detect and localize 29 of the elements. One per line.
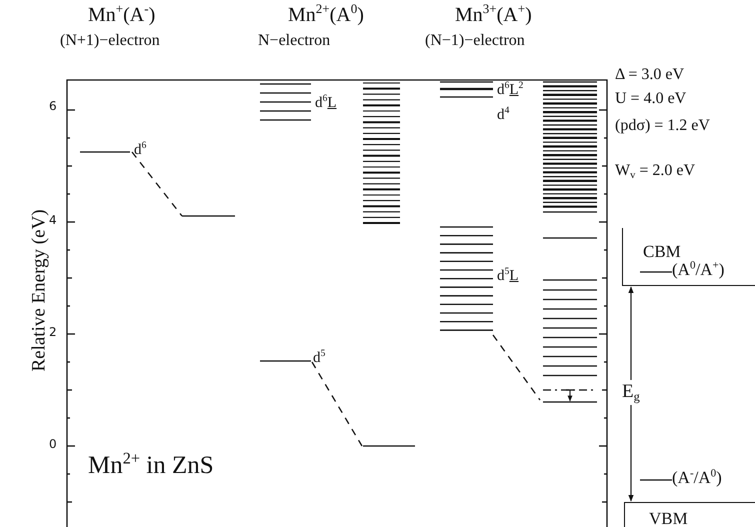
parameter-text: W$_{v}$ = 2.0 eV <box>615 162 695 180</box>
edge-label: E$_{g}$ <box>621 380 641 405</box>
level-label: d$^{5}$ <box>313 350 326 366</box>
level-label: (A$^{0}$/A$^{+}$) <box>672 261 724 280</box>
column-heading: Mn$^{3+}$(A$^{+}$) <box>455 4 532 26</box>
tick-label: 2 <box>49 326 57 340</box>
level-label: (A$^{-}$/A$^{0}$) <box>672 469 722 488</box>
parameter-text: Δ = 3.0 eV <box>615 66 684 84</box>
column-heading: Mn$^{2+}$(A$^{0}$) <box>288 4 364 26</box>
tick-label: 4 <box>49 214 57 228</box>
parameter-text: U = 4.0 eV <box>615 90 686 108</box>
column-subheading: (N+1)−electron <box>60 32 160 50</box>
level-label: d$^{6}$L$^{2}$ <box>497 82 524 98</box>
band-label: CBM <box>643 242 681 262</box>
level-label: d$^{5}$L <box>497 268 519 284</box>
level-label: d$^{4}$ <box>497 107 510 124</box>
level-label: d$^{6}$L <box>315 95 337 112</box>
parameter-text: (pdσ) = 1.2 eV <box>615 116 711 136</box>
panel-title: Mn$^{2+}$ in ZnS <box>88 452 214 480</box>
column-subheading: N−electron <box>258 32 330 50</box>
band-label: VBM <box>649 509 688 527</box>
tick-label: 0 <box>49 438 57 452</box>
conduction-band-box <box>622 228 755 286</box>
double-arrow <box>628 286 634 502</box>
column-subheading: (N−1)−electron <box>425 32 525 50</box>
axis-title: Relative Energy (eV) <box>30 208 50 374</box>
tick-label: 6 <box>49 100 57 114</box>
column-heading: Mn$^{+}$(A$^{-}$) <box>88 4 156 26</box>
level-label: d$^{6}$ <box>134 142 146 158</box>
